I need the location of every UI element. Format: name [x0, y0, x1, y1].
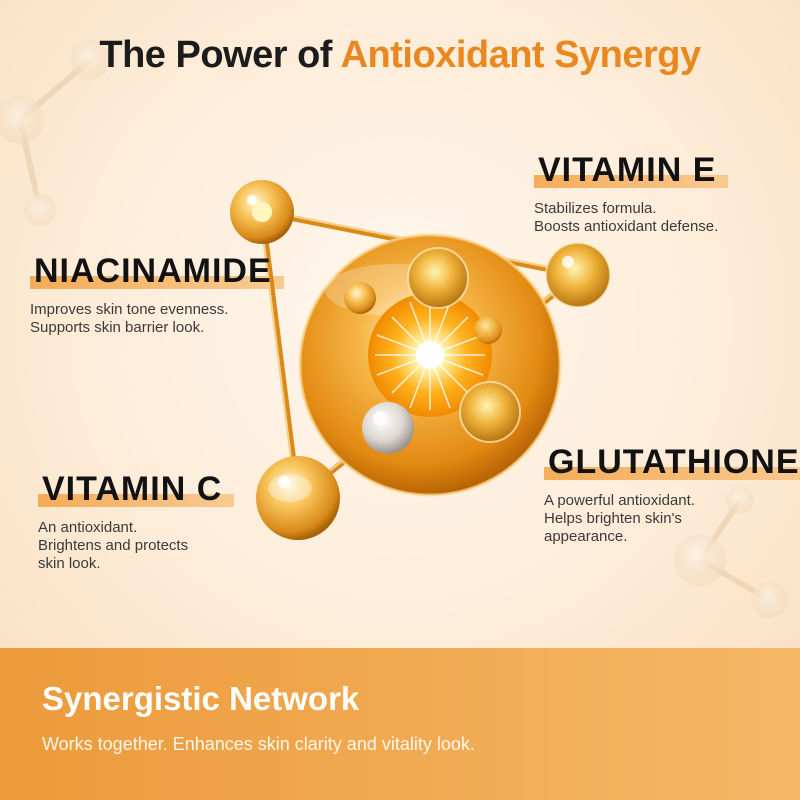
ingredient-vitamin-e: VITAMIN E Stabilizes formula. Boosts ant… [534, 150, 729, 236]
ingredient-niacinamide: NIACINAMIDE Improves skin tone evenness.… [30, 251, 284, 337]
description-line: Brightens and protects [38, 537, 189, 554]
description-line: Supports skin barrier look. [30, 319, 205, 336]
ingredient-vitamin-c: VITAMIN C An antioxidant. Brightens and … [38, 469, 235, 573]
synergistic-network-banner: Synergistic Network Works together. Enha… [0, 648, 800, 800]
ingredient-description: Improves skin tone evenness. Supports sk… [30, 301, 276, 337]
description-line: Boosts antioxidant defense. [534, 218, 719, 235]
description-line: appearance. [544, 528, 628, 545]
description-line: skin look. [38, 555, 101, 572]
description-line: Helps brighten skin's [544, 510, 682, 527]
ingredient-name: VITAMIN E [534, 150, 729, 190]
description-line: A powerful antioxidant. [544, 492, 695, 509]
title-accent: Antioxidant Synergy [340, 34, 702, 76]
description-line: An antioxidant. [38, 519, 138, 536]
ingredient-description: An antioxidant. Brightens and protects s… [38, 519, 226, 573]
ingredient-description: Stabilizes formula. Boosts antioxidant d… [534, 200, 720, 236]
ingredient-glutathione: GLUTATHIONE A powerful antioxidant. Help… [544, 442, 800, 546]
page-title: The Power of Antioxidant Synergy [0, 34, 800, 77]
banner-title: Synergistic Network [42, 680, 360, 717]
ingredient-name: NIACINAMIDE [30, 251, 284, 291]
ingredient-description: A powerful antioxidant. Helps brighten s… [544, 492, 800, 546]
banner-text: Works together. Enhances skin clarity an… [42, 734, 475, 754]
ingredient-name: GLUTATHIONE [544, 442, 800, 482]
title-prefix: The Power of [99, 34, 341, 76]
description-line: Stabilizes formula. [534, 200, 657, 217]
ingredient-name: VITAMIN C [38, 469, 235, 509]
description-line: Improves skin tone evenness. [30, 301, 229, 318]
